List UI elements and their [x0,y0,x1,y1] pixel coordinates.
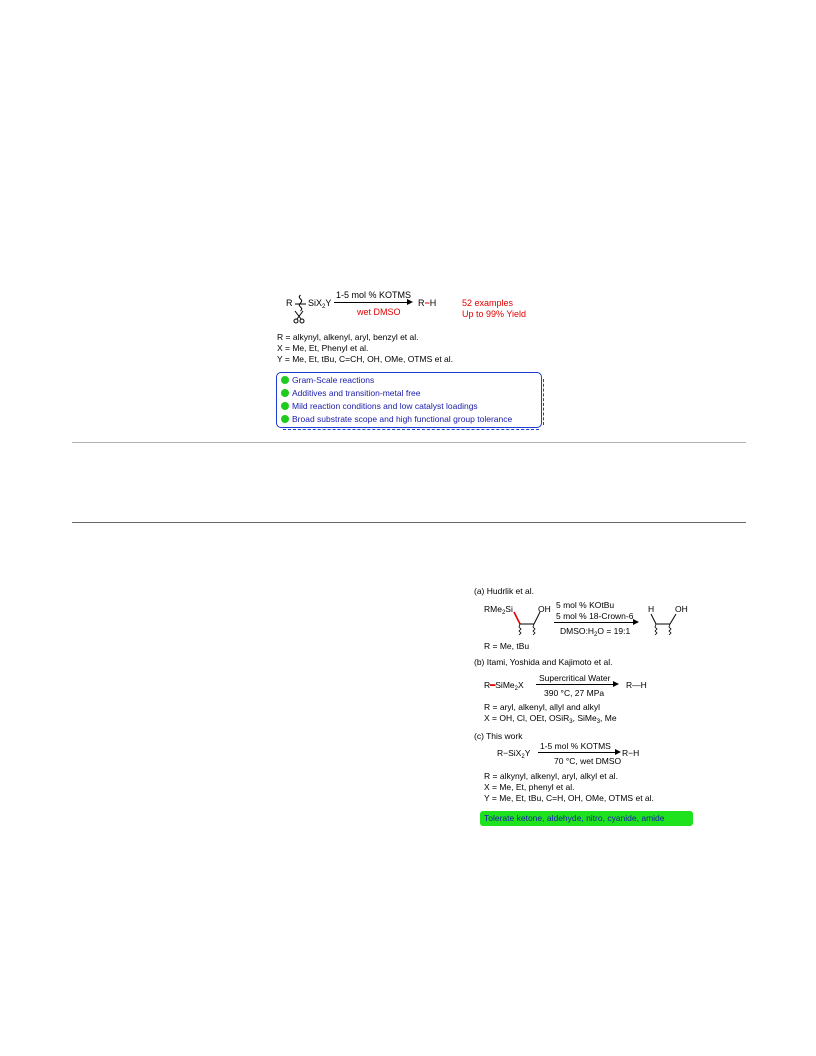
scheme-a-reactant-oh: OH [538,604,551,614]
separator-rule-bottom [72,522,746,523]
ga-stat-examples: 52 examples [462,298,514,308]
green-bullet-icon [281,402,289,410]
ga-condition-bottom: wet DMSO [357,307,401,317]
scheme-c-reactant: R−SiX2Y [497,748,531,760]
feature-item: Mild reaction conditions and low catalys… [281,401,478,412]
feature-item: Broad substrate scope and high functiona… [281,414,512,425]
scheme-a-product-h: H [648,604,655,614]
scheme-c-product: R−H [622,748,640,758]
scissors-icon [293,310,305,324]
scheme-a-product-oh: OH [675,604,688,614]
scheme-c-tolerance-text: Tolerate ketone, aldehyde, nitro, cyanid… [484,813,665,823]
scheme-a-arrow [554,622,634,623]
ga-reactant: R [286,298,293,309]
ga-condition-top: 1-5 mol % KOTMS [336,290,412,300]
scheme-c-heading: (c) This work [474,731,523,741]
scheme-a-reactant-skeleton-icon [513,611,541,636]
scheme-b-arrow-head-icon [613,681,619,687]
ga-reactant-silyl: SiX2Y [308,298,332,310]
ga-stat-yield: Up to 99% Yield [462,309,527,319]
scheme-c-x-def: X = Me, Et, phenyl et al. [484,782,575,792]
scheme-c-r-def: R = alkynyl, alkenyl, aryl, alkyl et al. [484,771,618,781]
feature-item: Gram-Scale reactions [281,375,374,386]
ga-feature-box: Gram-Scale reactions Additives and trans… [276,372,544,430]
scheme-c-arrow [538,752,616,753]
scheme-c-y-def: Y = Me, Et, tBu, C=H, OH, OMe, OTMS et a… [484,793,654,803]
scheme-b-x-def: X = OH, Cl, OEt, OSiR3, SiMe3, Me [484,713,617,725]
ga-def-r: R = alkynyl, alkenyl, aryl, benzyl et al… [277,332,419,342]
box-shadow-dash [283,428,539,430]
scheme-c-cond-bottom: 70 °C, wet DMSO [554,756,622,766]
green-bullet-icon [281,376,289,384]
feature-item: Additives and transition-metal free [281,388,421,399]
scheme-c-tolerance-badge: Tolerate ketone, aldehyde, nitro, cyanid… [480,811,693,826]
ga-arrow-head-icon [407,299,413,305]
scheme-a-arrow-head-icon [633,619,639,625]
scheme-b-reactant: R━SiMe2X [484,680,524,692]
scheme-a-r-def: R = Me, tBu [484,641,530,651]
scheme-c-arrow-head-icon [615,749,621,755]
scheme-b-arrow [536,684,614,685]
ga-reactant-r: R [286,298,293,308]
ga-product: R−H [418,298,437,308]
scheme-a-product-skeleton-icon [650,613,677,636]
scheme-a-cond1: 5 mol % KOtBu [556,600,615,610]
scheme-b-heading: (b) Itami, Yoshida and Kajimoto et al. [474,657,613,667]
ga-reaction-arrow [334,302,408,303]
cleavage-bond-icon [295,294,306,312]
scheme-b-cond-top: Supercritical Water [539,673,611,683]
green-bullet-icon [281,389,289,397]
scheme-b-r-def: R = aryl, alkenyl, allyl and alkyl [484,702,600,712]
green-bullet-icon [281,415,289,423]
scheme-a-heading: (a) Hudrlik et al. [474,586,534,596]
scheme-b-cond-bottom: 390 °C, 27 MPa [544,688,605,698]
scheme-a-cond3: DMSO:H2O = 19:1 [560,626,631,638]
scheme-a-reactant: RMe2Si [484,604,513,616]
scheme-c-cond-top: 1-5 mol % KOTMS [540,741,611,751]
box-shadow-dash [541,379,544,425]
ga-def-y: Y = Me, Et, tBu, C=CH, OH, OMe, OTMS et … [277,354,454,364]
separator-rule-top [72,442,746,443]
ga-def-x: X = Me, Et, Phenyl et al. [277,343,369,353]
scheme-b-product: R—H [626,680,647,690]
scheme-a-cond2: 5 mol % 18-Crown-6 [556,611,634,621]
